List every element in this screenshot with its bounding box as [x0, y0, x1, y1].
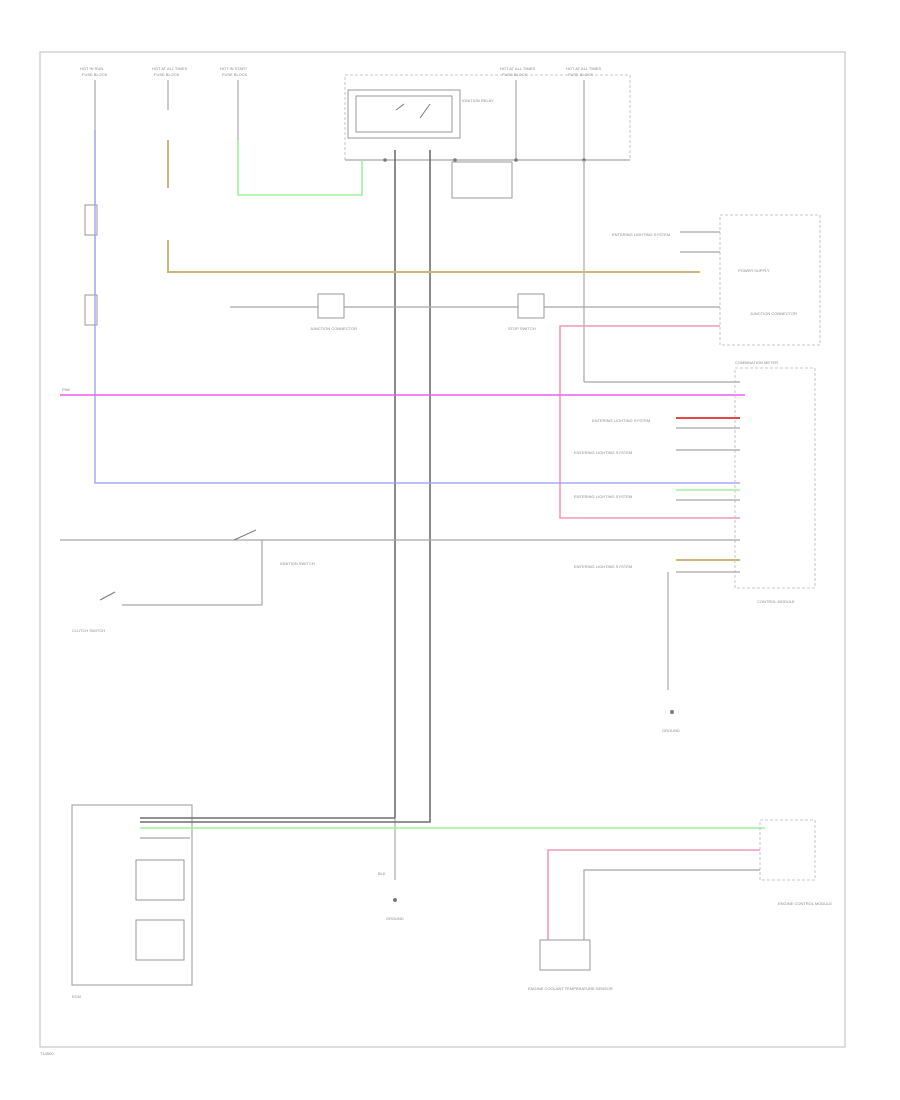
- callout-b: ENTERING LIGHTING SYSTEM: [592, 418, 650, 423]
- right-ground-label: GROUND: [662, 728, 680, 733]
- blue-wire: [94, 130, 740, 484]
- fuse-1-name: FUSE BLOCK: [82, 72, 108, 77]
- fuse-2-name: FUSE BLOCK: [154, 72, 180, 77]
- ignition-switch-callout: IGNITION SWITCH: [280, 561, 315, 566]
- control-module-label: CONTROL MODULE: [757, 599, 795, 604]
- pink-wire-bottom: [547, 849, 760, 940]
- callout-c: ENTERING LIGHTING SYSTEM: [574, 450, 632, 455]
- pink-wire-loop: [559, 325, 740, 519]
- callout-e: ENTERING LIGHTING SYSTEM: [574, 564, 632, 569]
- fuse-5-name: FUSE BLOCK: [568, 72, 594, 77]
- junction-a-label: JUNCTION CONNECTOR: [750, 311, 797, 316]
- coolant-sensor-label: ENGINE COOLANT TEMPERATURE SENSOR: [528, 986, 613, 991]
- power-supply-outline: [719, 214, 821, 346]
- fuse-1-rating: HOT IN RUN: [80, 66, 103, 71]
- power-supply-label: POWER SUPPLY: [738, 268, 770, 273]
- fuse-group: HOT IN RUN FUSE BLOCK HOT AT ALL TIMES F…: [80, 66, 601, 77]
- engine-control-module-label: ENGINE CONTROL MODULE: [778, 901, 832, 906]
- fuse-5-rating: HOT AT ALL TIMES: [566, 66, 601, 71]
- fuse-3-name: FUSE BLOCK: [222, 72, 248, 77]
- control-module-outline: [734, 367, 816, 589]
- tan-wire-horizontal: [167, 240, 700, 273]
- center-ground-label: GROUND: [386, 916, 404, 921]
- coolant-sensor: [539, 939, 591, 971]
- callout-d: ENTERING LIGHTING SYSTEM: [574, 494, 632, 499]
- fuse-4-rating: HOT AT ALL TIMES: [500, 66, 535, 71]
- ground-wire-label: BLK: [378, 871, 386, 876]
- footer-code: T14500: [40, 1051, 54, 1056]
- junction-b-label: JUNCTION CONNECTOR: [310, 326, 357, 331]
- fuse-3-rating: HOT IN START: [220, 66, 248, 71]
- engine-control-module-outline: [759, 819, 816, 881]
- relay-box-label: IGNITION RELAY: [462, 98, 494, 103]
- fuse-4-name: FUSE BLOCK: [502, 72, 528, 77]
- callout-a: ENTERING LIGHTING SYSTEM: [612, 232, 670, 237]
- ecm-label: ECM: [72, 994, 81, 999]
- fuse-2-rating: HOT AT ALL TIMES: [152, 66, 187, 71]
- diagram-border: [39, 51, 846, 1048]
- green-wire-top-loop: [237, 140, 363, 196]
- stop-switch-label: STOP SWITCH: [508, 326, 536, 331]
- magenta-wire-label: PNK: [62, 387, 71, 392]
- control-module-caption: COMBINATION METER: [735, 360, 778, 365]
- clutch-switch-label: CLUTCH SWITCH: [72, 628, 105, 633]
